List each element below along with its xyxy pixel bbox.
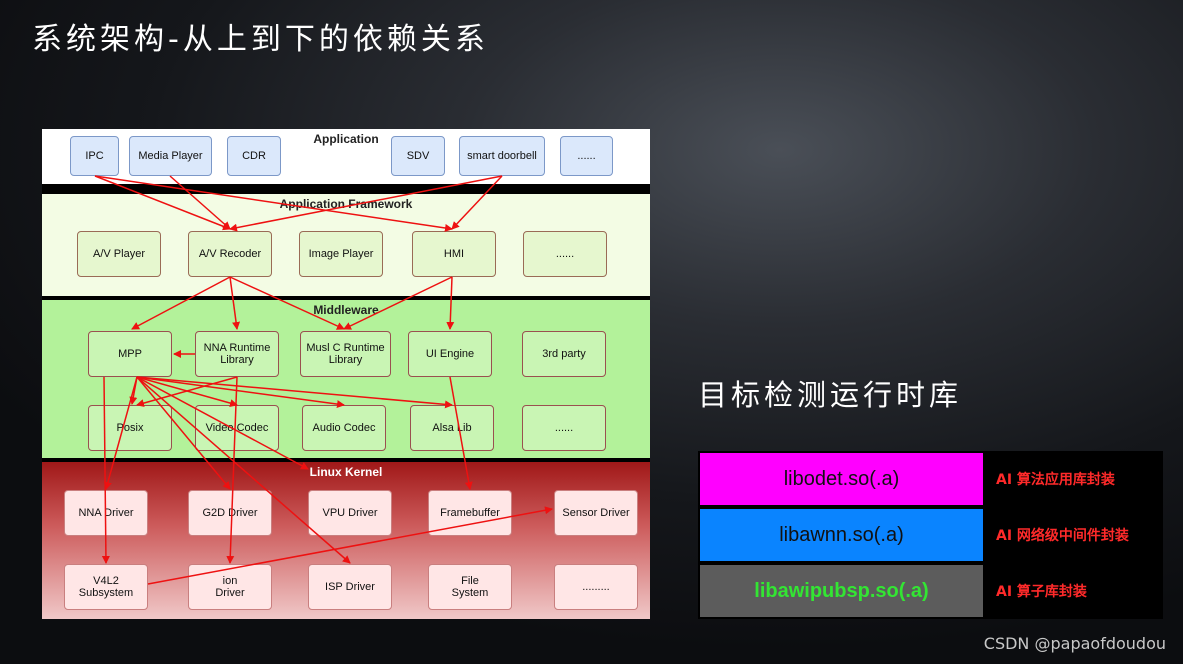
box-cdr: CDR [227,136,281,176]
box-app-more: ...... [560,136,613,176]
runtime-lib-table: libodet.so(.a) AI 算法应用库封装 libawnn.so(.a)… [698,451,1163,619]
lib-row-libawnn: libawnn.so(.a) AI 网络级中间件封装 [698,507,1163,561]
box-audio-codec: Audio Codec [302,405,386,451]
slide-title: 系统架构-从上到下的依赖关系 [32,22,489,57]
box-smart-doorbell: smart doorbell [459,136,545,176]
runtime-lib-title: 目标检测运行时库 [698,378,963,412]
middleware-layer: Middleware MPP NNA Runtime Library Musl … [42,300,650,458]
box-ion-driver: ion Driver [188,564,272,610]
architecture-diagram: Application IPC Media Player CDR SDV sma… [42,129,650,619]
box-posix: Posix [88,405,172,451]
box-av-recoder: A/V Recoder [188,231,272,277]
lib-desc: AI 算子库封装 [996,584,1087,600]
application-layer: Application IPC Media Player CDR SDV sma… [42,129,650,184]
lib-desc: AI 算法应用库封装 [996,472,1115,488]
box-ui-engine: UI Engine [408,331,492,377]
box-v4l2-subsystem: V4L2 Subsystem [64,564,148,610]
box-media-player: Media Player [129,136,212,176]
layer-label-kernel: Linux Kernel [309,465,383,479]
lib-name: libawipubsp.so(.a) [700,565,983,617]
framework-layer: Application Framework A/V Player A/V Rec… [42,194,650,296]
watermark: CSDN @papaofdoudou [983,634,1166,653]
box-nna-runtime: NNA Runtime Library [195,331,279,377]
box-musl-runtime: Musl C Runtime Library [300,331,391,377]
box-mw-more: ...... [522,405,606,451]
lib-name: libodet.so(.a) [700,453,983,505]
box-framebuffer: Framebuffer [428,490,512,536]
box-isp-driver: ISP Driver [308,564,392,610]
box-sdv: SDV [391,136,445,176]
box-ipc: IPC [70,136,119,176]
box-image-player: Image Player [299,231,383,277]
box-file-system: File System [428,564,512,610]
box-g2d-driver: G2D Driver [188,490,272,536]
lib-desc: AI 网络级中间件封装 [996,528,1129,544]
lib-row-libawipubsp: libawipubsp.so(.a) AI 算子库封装 [698,563,1163,617]
box-vpu-driver: VPU Driver [308,490,392,536]
layer-label-application: Application [313,132,379,146]
box-kernel-more: ......... [554,564,638,610]
kernel-layer: Linux Kernel NNA Driver G2D Driver VPU D… [42,462,650,619]
box-video-codec: Video Codec [195,405,279,451]
box-fw-more: ...... [523,231,607,277]
box-3rd-party: 3rd party [522,331,606,377]
layer-label-middleware: Middleware [313,303,379,317]
lib-name: libawnn.so(.a) [700,509,983,561]
box-nna-driver: NNA Driver [64,490,148,536]
box-alsa-lib: Alsa Lib [410,405,494,451]
layer-label-framework: Application Framework [279,197,413,211]
lib-row-libodet: libodet.so(.a) AI 算法应用库封装 [698,451,1163,505]
box-hmi: HMI [412,231,496,277]
box-sensor-driver: Sensor Driver [554,490,638,536]
box-mpp: MPP [88,331,172,377]
box-av-player: A/V Player [77,231,161,277]
